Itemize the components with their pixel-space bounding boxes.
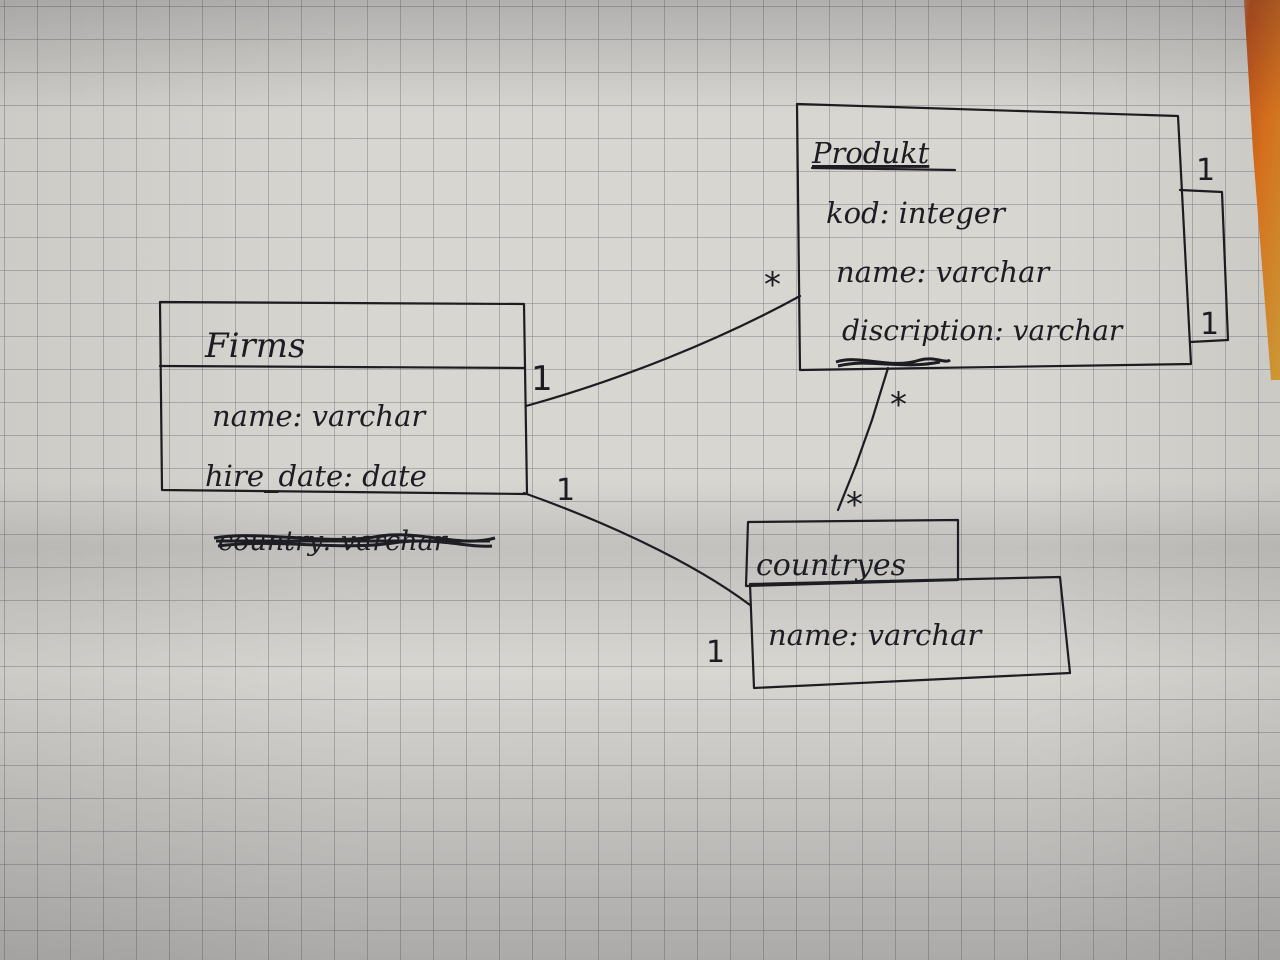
product-box: [795, 102, 1193, 372]
mult-firms-countries-firm: 1: [556, 473, 575, 508]
mult-product-self-top: 1: [1196, 153, 1215, 188]
firms-attr-name: name: varchar: [212, 399, 427, 433]
mult-firms-countries-country: 1: [706, 635, 725, 670]
product-strike-scribble: [835, 357, 951, 368]
entity-countries: countryes name: varchar: [744, 518, 1072, 690]
firms-title-divider: [158, 364, 527, 370]
product-self-association: [1178, 188, 1230, 344]
countries-box-lower: [748, 575, 1072, 690]
product-attr-description: discription: varchar: [842, 314, 1124, 347]
firms-strike-scribble: [213, 533, 496, 548]
mult-product-countries-country: *: [846, 485, 863, 525]
association-product-countries: [836, 366, 890, 512]
product-attr-name: name: varchar: [836, 255, 1051, 289]
countries-attr-name: name: varchar: [768, 618, 983, 652]
association-firms-countries: [522, 491, 752, 607]
firms-title: Firms: [204, 326, 305, 366]
product-title: Produkt: [811, 136, 930, 170]
product-attr-kod: kod: integer: [826, 196, 1007, 230]
product-title-underline: [810, 166, 957, 172]
mult-product-countries-product: *: [890, 385, 907, 425]
entity-product: Produkt kod: integer name: varchar discr…: [795, 102, 1230, 372]
firms-attr-hire-date: hire_date: date: [205, 459, 427, 494]
entity-firms: Firms name: varchar hire_date: date coun…: [158, 300, 529, 557]
mult-firms-product-product: *: [764, 265, 781, 305]
mult-product-self-bottom: 1: [1200, 307, 1219, 342]
countries-title: countryes: [756, 548, 906, 583]
mult-firms-product-firm: 1: [531, 359, 553, 399]
association-firms-product: [524, 294, 802, 408]
